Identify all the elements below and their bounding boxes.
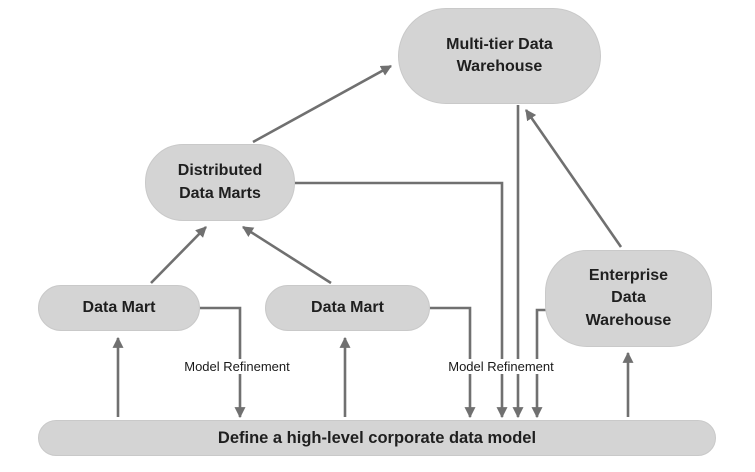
node-data-mart-left: Data Mart	[38, 285, 200, 331]
arrow-enterprise-to-multitier	[524, 109, 623, 248]
edge-label-model-refinement-right: Model Refinement	[444, 359, 558, 374]
arrow-distributed-to-multitier	[252, 64, 392, 144]
arrow-datamart-left-to-distributed	[150, 226, 207, 284]
node-multi-tier-data-warehouse: Multi-tier Data Warehouse	[398, 8, 601, 104]
node-corporate-data-model-bar: Define a high-level corporate data model	[38, 420, 716, 456]
arrow-datamart-right-to-distributed	[242, 225, 332, 285]
edge-label-model-refinement-left: Model Refinement	[180, 359, 294, 374]
node-enterprise-data-warehouse: Enterprise Data Warehouse	[545, 250, 712, 347]
node-distributed-data-marts: Distributed Data Marts	[145, 144, 295, 221]
node-data-mart-right: Data Mart	[265, 285, 430, 331]
